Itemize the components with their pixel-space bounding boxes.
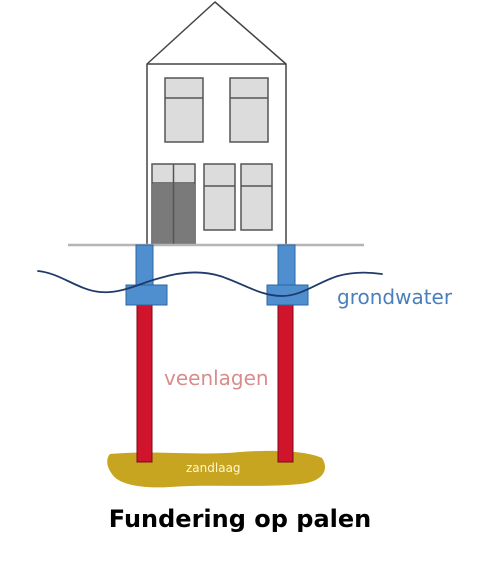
- diagram-title: Fundering op palen: [109, 505, 372, 533]
- window-upper-left: [164, 77, 204, 143]
- sand-layer: [107, 450, 326, 488]
- pile-left: [125, 244, 168, 463]
- pile-left-shaft: [136, 304, 153, 463]
- window-lower-left: [203, 163, 236, 231]
- pile-right: [266, 244, 309, 463]
- window-upper-right: [229, 77, 269, 143]
- pile-left-cap-top: [135, 244, 154, 287]
- sand-layer-label: zandlaag: [186, 461, 241, 475]
- window-lower-right: [240, 163, 273, 231]
- groundwater-label: grondwater: [337, 285, 453, 309]
- pile-right-cap-top: [277, 244, 296, 287]
- front-door: [151, 163, 196, 246]
- house: [146, 1, 287, 246]
- pile-right-shaft: [277, 304, 294, 463]
- peat-layers-label: veenlagen: [164, 366, 269, 390]
- pile-left-cap-base: [125, 284, 168, 306]
- groundwater-line: [37, 270, 383, 297]
